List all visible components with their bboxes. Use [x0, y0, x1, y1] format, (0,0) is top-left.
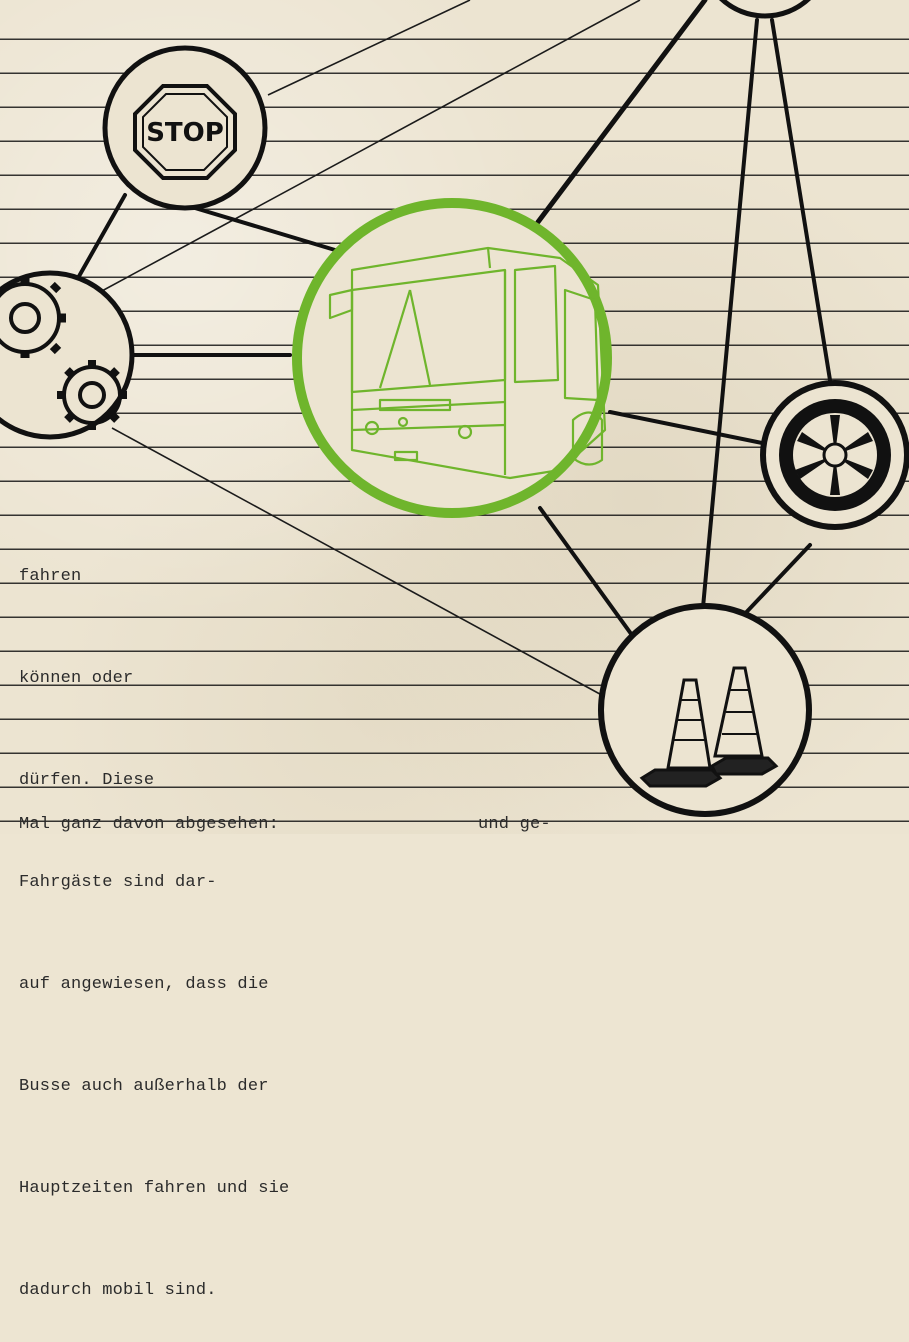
footer-left-text: Mal ganz davon abgesehen: — [19, 808, 279, 842]
paragraph-line: Hauptzeiten fahren und sie — [19, 1172, 289, 1206]
stop-sign-label: STOP — [146, 118, 224, 148]
footer-right-text: und ge- — [478, 808, 551, 842]
top-node — [701, 0, 829, 16]
paragraph-line: fahren — [19, 560, 289, 594]
wheel-node — [763, 383, 907, 527]
traffic-cones-node — [601, 606, 809, 814]
paragraph-line: Fahrgäste sind dar- — [19, 866, 289, 900]
paragraph-line: dadurch mobil sind. — [19, 1274, 289, 1308]
paragraph: fahren können oder dürfen. Diese Fahrgäs… — [19, 492, 289, 1342]
wheel-icon — [779, 399, 891, 511]
bus-node — [297, 203, 607, 513]
stop-sign-node: STOP — [105, 48, 265, 208]
paragraph-line: auf angewiesen, dass die — [19, 968, 289, 1002]
gears-node — [0, 273, 132, 437]
paragraph-line: Busse auch außerhalb der — [19, 1070, 289, 1104]
paragraph-line: dürfen. Diese — [19, 764, 289, 798]
paragraph-line: können oder — [19, 662, 289, 696]
